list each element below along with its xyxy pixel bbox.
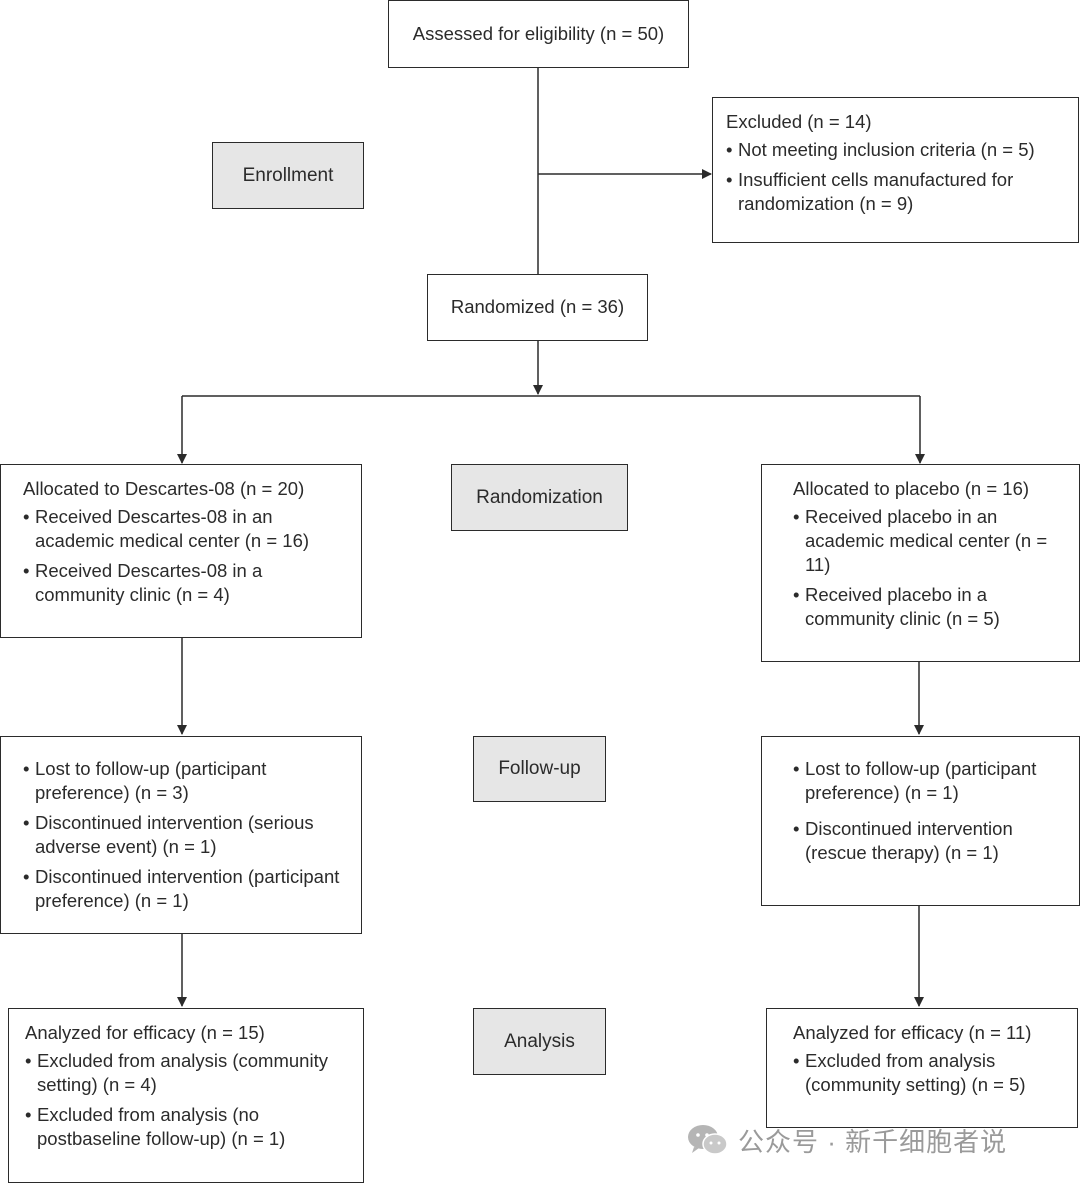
followup-left-box: Lost to follow-up (participant preferenc…	[0, 736, 362, 934]
followup-left-item: Discontinued intervention (participant p…	[23, 865, 347, 913]
excluded-item: Not meeting inclusion criteria (n = 5)	[726, 138, 1064, 162]
alloc-left-title: Allocated to Descartes-08 (n = 20)	[23, 478, 305, 499]
excluded-title: Excluded (n = 14)	[726, 111, 872, 132]
alloc-right-item: Received placebo in an academic medical …	[793, 505, 1065, 577]
followup-right-item: Lost to follow-up (participant preferenc…	[793, 757, 1065, 805]
randomized-box: Randomized (n = 36)	[427, 274, 648, 341]
followup-left-item: Lost to follow-up (participant preferenc…	[23, 757, 347, 805]
alloc-right-box: Allocated to placebo (n = 16) Received p…	[761, 464, 1080, 662]
alloc-left-item: Received Descartes-08 in an academic med…	[23, 505, 347, 553]
stage-enrollment-label: Enrollment	[242, 164, 334, 186]
excluded-box: Excluded (n = 14) Not meeting inclusion …	[712, 97, 1079, 243]
followup-right-item: Discontinued intervention (rescue therap…	[793, 817, 1065, 865]
analysis-right-title: Analyzed for efficacy (n = 11)	[793, 1022, 1032, 1043]
alloc-right-item: Received placebo in a community clinic (…	[793, 583, 1065, 631]
alloc-left-box: Allocated to Descartes-08 (n = 20) Recei…	[0, 464, 362, 638]
analysis-left-item: Excluded from analysis (no postbaseline …	[25, 1103, 349, 1151]
assessed-box: Assessed for eligibility (n = 50)	[388, 0, 689, 68]
randomized-label: Randomized (n = 36)	[450, 296, 625, 318]
excluded-item: Insufficient cells manufactured for rand…	[726, 168, 1064, 216]
assessed-label: Assessed for eligibility (n = 50)	[412, 22, 665, 44]
analysis-right-box: Analyzed for efficacy (n = 11) Excluded …	[766, 1008, 1078, 1128]
stage-analysis: Analysis	[473, 1008, 606, 1075]
wechat-icon	[688, 1125, 728, 1155]
analysis-right-item: Excluded from analysis (community settin…	[793, 1049, 1063, 1097]
stage-followup-label: Follow-up	[498, 758, 581, 779]
watermark-text: 公众号 · 新千细胞者说	[738, 1126, 1008, 1157]
stage-randomization: Randomization	[451, 464, 628, 531]
analysis-left-box: Analyzed for efficacy (n = 15) Excluded …	[8, 1008, 364, 1183]
stage-followup: Follow-up	[473, 736, 606, 802]
watermark: 公众号 · 新千细胞者说	[686, 1120, 1076, 1160]
followup-right-box: Lost to follow-up (participant preferenc…	[761, 736, 1080, 906]
stage-analysis-label: Analysis	[504, 1030, 575, 1052]
stage-randomization-label: Randomization	[476, 486, 603, 508]
alloc-right-title: Allocated to placebo (n = 16)	[793, 478, 1030, 499]
analysis-left-title: Analyzed for efficacy (n = 15)	[25, 1022, 265, 1043]
alloc-left-item: Received Descartes-08 in a community cli…	[23, 559, 347, 607]
stage-enrollment: Enrollment	[212, 142, 364, 209]
analysis-left-item: Excluded from analysis (community settin…	[25, 1049, 349, 1097]
followup-left-item: Discontinued intervention (serious adver…	[23, 811, 347, 859]
